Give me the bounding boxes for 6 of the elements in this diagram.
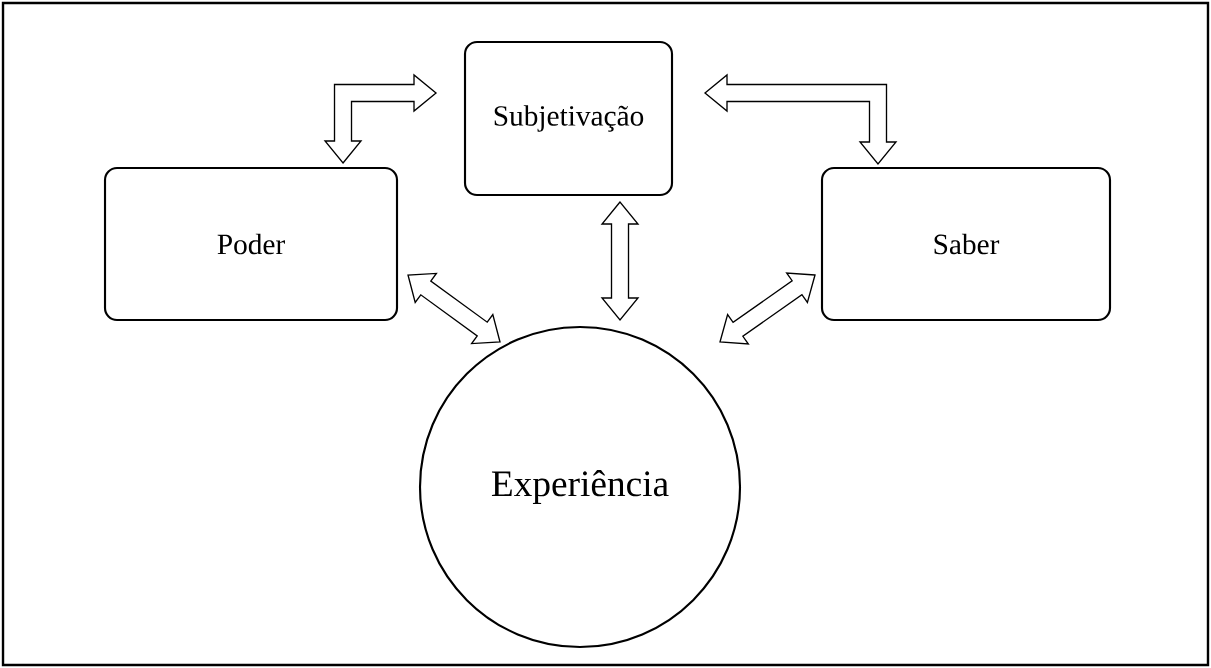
process-box: Saber <box>820 166 1112 322</box>
block-arrow <box>407 272 501 345</box>
block-arrow <box>719 272 816 345</box>
process-box: Subjetivação <box>463 40 674 197</box>
process-box: Poder <box>103 166 399 322</box>
circle-node: Experiência <box>418 325 742 649</box>
